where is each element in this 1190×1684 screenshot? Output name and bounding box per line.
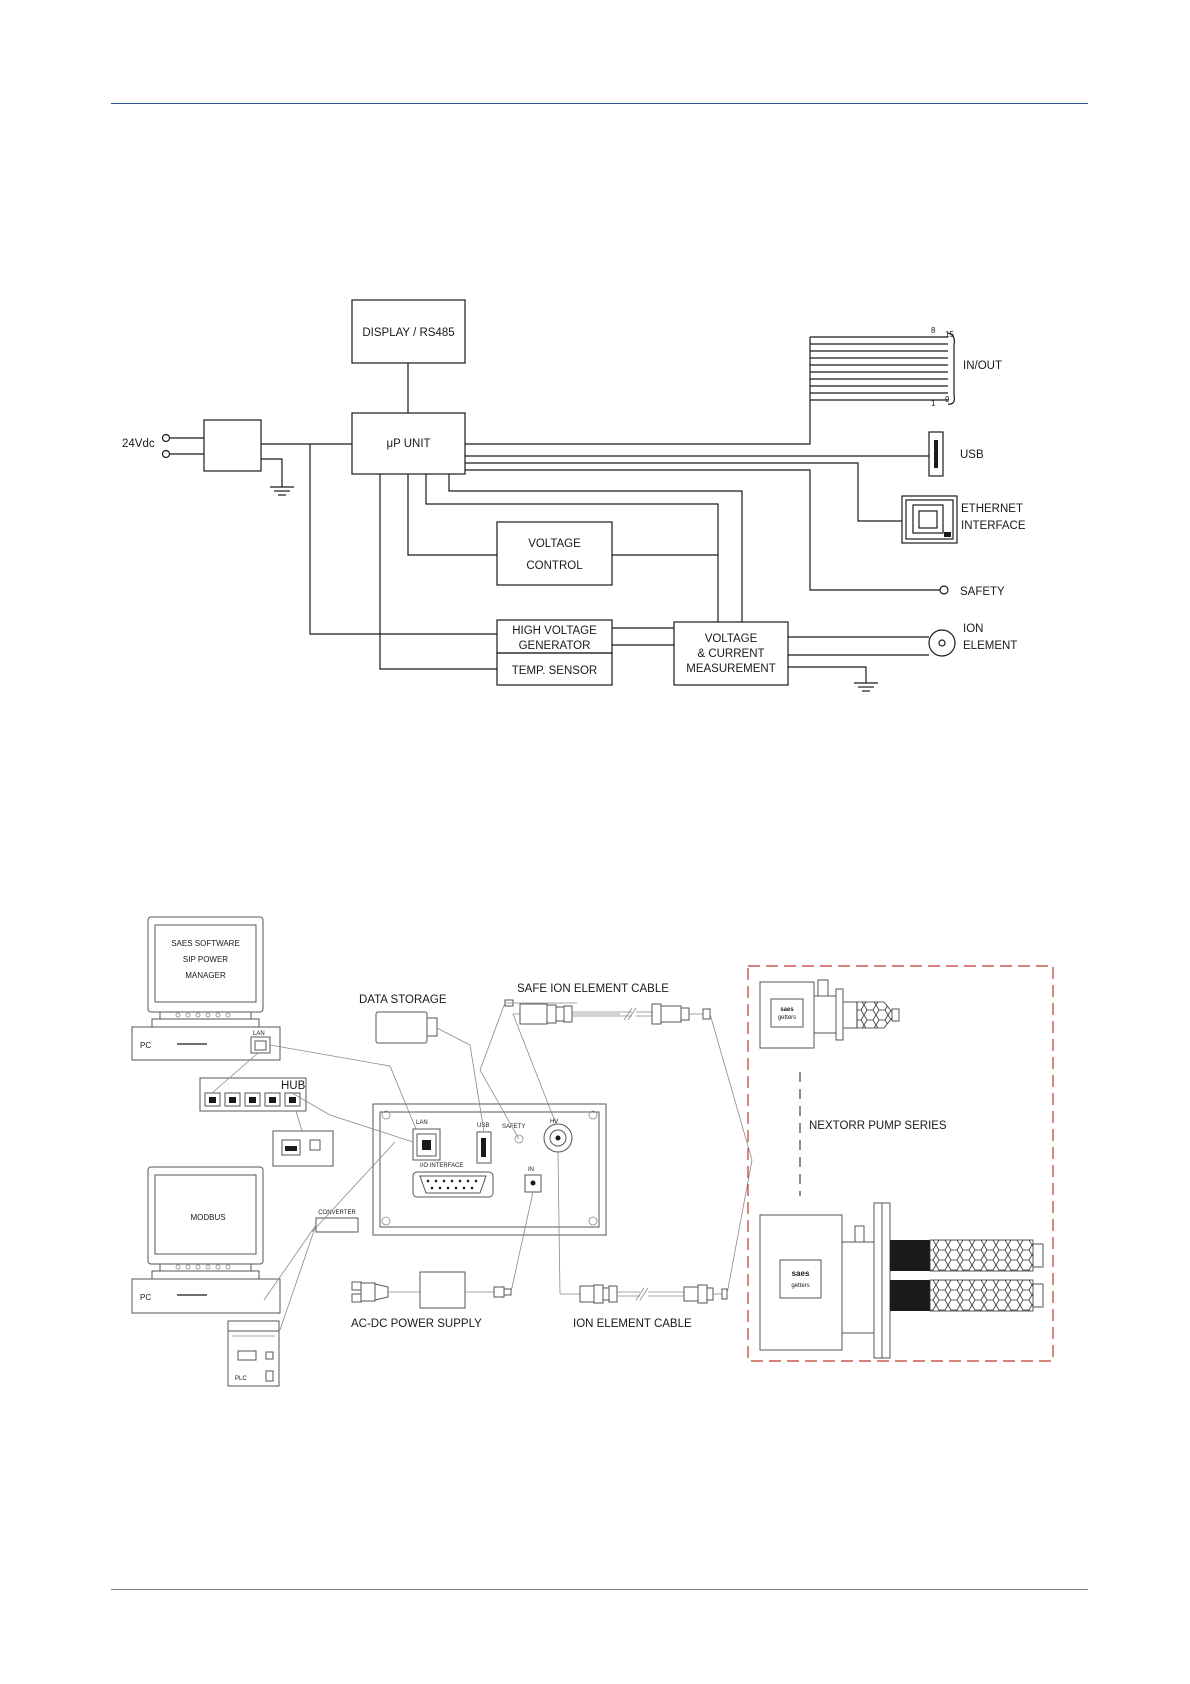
panel-hv-label: HV bbox=[550, 1119, 558, 1125]
panel-io-label: I/O INTERFACE bbox=[420, 1163, 463, 1169]
pc-software-line2: SIP POWER bbox=[183, 955, 228, 964]
small-pump-logo: saes bbox=[780, 1007, 794, 1013]
safe-cable-label: SAFE ION ELEMENT CABLE bbox=[517, 983, 669, 995]
ion-element-line2: ELEMENT bbox=[963, 640, 1017, 652]
converter-label: CONVERTER bbox=[318, 1210, 356, 1216]
pin-9: 9 bbox=[945, 395, 950, 404]
measurement-line3: MEASUREMENT bbox=[686, 663, 775, 675]
display-label: DISPLAY / RS485 bbox=[362, 327, 454, 339]
temp-sensor-label: TEMP. SENSOR bbox=[512, 665, 597, 677]
up-unit-label: μP UNIT bbox=[386, 438, 430, 450]
connection-diagram: SAES SOFTWARE SIP POWER MANAGER PC LAN H… bbox=[131, 916, 1054, 1387]
pc-label-upper: PC bbox=[140, 1041, 151, 1050]
wiring bbox=[211, 1002, 753, 1331]
panel-in-label: IN bbox=[528, 1167, 534, 1173]
controller-front-panel bbox=[372, 1103, 607, 1236]
large-pump-logo-sub: getters bbox=[791, 1283, 809, 1289]
converter-device bbox=[315, 1217, 359, 1233]
ethernet-line2: INTERFACE bbox=[961, 520, 1026, 532]
voltage-control-line2: CONTROL bbox=[526, 560, 583, 572]
large-pump-device bbox=[759, 1202, 1044, 1359]
ethernet-port-icon bbox=[901, 495, 958, 544]
pc-software-computer bbox=[131, 916, 281, 1061]
plc-device bbox=[227, 1320, 280, 1387]
network-adapter-icon bbox=[272, 1130, 334, 1167]
modbus-label: MODBUS bbox=[190, 1213, 225, 1222]
header-rule bbox=[111, 103, 1088, 104]
pin-15: 15 bbox=[945, 330, 954, 339]
data-storage-usb-stick bbox=[375, 1011, 438, 1044]
hub-device bbox=[199, 1077, 307, 1112]
panel-safety-label: SAFETY bbox=[502, 1124, 525, 1130]
supply-label: 24Vdc bbox=[122, 438, 155, 450]
power-filter-block bbox=[203, 419, 262, 472]
ground-symbol-left bbox=[270, 486, 294, 496]
safety-label: SAFETY bbox=[960, 586, 1005, 598]
supply-terminal-minus bbox=[161, 449, 171, 459]
ac-dc-power-supply bbox=[351, 1271, 512, 1309]
footer-rule bbox=[111, 1589, 1088, 1590]
usb-icon bbox=[928, 431, 944, 477]
small-pump-logo-sub: getters bbox=[778, 1015, 796, 1021]
power-supply-label: AC-DC POWER SUPPLY bbox=[351, 1318, 482, 1330]
large-pump-logo: saes bbox=[792, 1269, 810, 1278]
temp-sensor-block bbox=[496, 652, 613, 686]
ion-element-line1: ION bbox=[963, 623, 983, 635]
ground-symbol-right bbox=[854, 682, 878, 692]
pc-lan-label: LAN bbox=[253, 1031, 265, 1037]
usb-label: USB bbox=[960, 449, 984, 461]
plc-label: PLC bbox=[235, 1376, 247, 1382]
measurement-line2: & CURRENT bbox=[697, 648, 764, 660]
pc-software-line1: SAES SOFTWARE bbox=[171, 939, 240, 948]
small-pump-device bbox=[759, 979, 900, 1049]
ion-element-symbol bbox=[928, 629, 956, 657]
pc-label-lower: PC bbox=[140, 1293, 151, 1302]
pc-software-line3: MANAGER bbox=[185, 971, 226, 980]
safe-ion-element-cable bbox=[504, 999, 711, 1025]
ion-cable-label: ION ELEMENT CABLE bbox=[573, 1318, 692, 1330]
hub-label: HUB bbox=[281, 1080, 306, 1092]
measurement-block bbox=[673, 621, 789, 686]
panel-lan-label: LAN bbox=[416, 1120, 428, 1126]
hv-generator-line2: GENERATOR bbox=[519, 640, 591, 652]
voltage-control-block bbox=[496, 521, 613, 586]
ion-element-cable bbox=[560, 1284, 728, 1304]
supply-terminal-plus bbox=[161, 433, 171, 443]
pc-modbus-computer bbox=[131, 1166, 281, 1314]
hv-generator-line1: HIGH VOLTAGE bbox=[512, 625, 597, 637]
safety-terminal-icon bbox=[939, 585, 949, 595]
io-connector bbox=[810, 332, 955, 405]
data-storage-label: DATA STORAGE bbox=[359, 994, 447, 1006]
measurement-line1: VOLTAGE bbox=[705, 633, 758, 645]
pin-1: 1 bbox=[931, 399, 936, 408]
pin-8: 8 bbox=[931, 326, 936, 335]
block-diagram: 24Vdc DISPLAY / RS485 μP UNIT VOLTAGE CO… bbox=[122, 299, 1026, 692]
voltage-control-line1: VOLTAGE bbox=[528, 538, 581, 550]
pump-series-label: NEXTORR PUMP SERIES bbox=[809, 1120, 947, 1132]
ethernet-line1: ETHERNET bbox=[961, 503, 1023, 515]
in-out-label: IN/OUT bbox=[963, 360, 1002, 372]
pump-series-frame bbox=[747, 965, 1054, 1362]
